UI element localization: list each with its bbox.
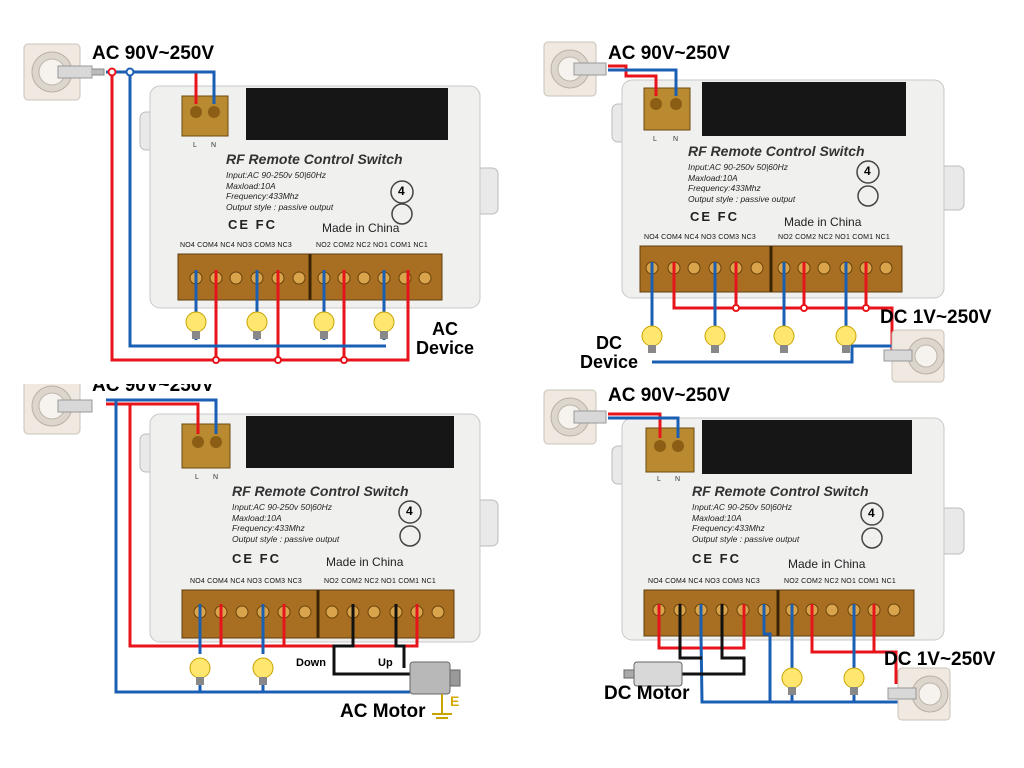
terminal-l-label: L	[653, 136, 657, 143]
bulb-icons	[641, 325, 857, 353]
ac-outlet-icon	[543, 41, 607, 97]
channels-badge: 4	[868, 506, 875, 520]
earth-label: E	[450, 693, 460, 709]
terminal-n-label: N	[211, 142, 217, 149]
bulb-icons	[781, 667, 865, 695]
wiring-diagram-ac-motor	[23, 384, 499, 719]
dc-motor-icon	[623, 661, 683, 687]
terminal-n-label: N	[675, 476, 681, 483]
terminal-labels-left: NO4 COM4 NC4 NO3 COM3 NC3	[644, 234, 756, 241]
terminal-labels-right: NO2 COM2 NC2 NO1 COM1 NC1	[316, 242, 428, 249]
supply-label: AC 90V~250V	[608, 43, 730, 64]
board-title: RF Remote Control Switch	[232, 483, 409, 499]
cert-marks: CE FC	[228, 217, 277, 232]
terminal-l-label: L	[193, 142, 197, 149]
neutral-wires	[106, 398, 410, 694]
terminal-labels-left: NO4 COM4 NC4 NO3 COM3 NC3	[648, 578, 760, 585]
wiring-diagram-ac-device	[23, 43, 499, 364]
antenna-window	[702, 82, 906, 136]
cert-marks: CE FC	[232, 551, 281, 566]
terminal-labels-right: NO2 COM2 NC2 NO1 COM1 NC1	[784, 578, 896, 585]
wiring-diagram-dc-motor	[543, 389, 965, 721]
supply-label: AC 90V~250V	[92, 43, 214, 64]
terminal-l-label: L	[657, 476, 661, 483]
dc-supply-label: DC 1V~250V	[880, 307, 992, 328]
channels-badge: 4	[864, 164, 871, 178]
device-label: DC Motor	[604, 683, 690, 704]
device-label: DC Device	[580, 333, 639, 372]
wire-junctions	[107, 67, 348, 364]
dc-supply-label: DC 1V~250V	[884, 649, 996, 670]
channels-badge: 4	[398, 184, 405, 198]
panel-dc-motor: AC 90V~250V L N RF Remote Control Switch…	[512, 384, 1024, 768]
supply-label: AC 90V~250V	[608, 385, 730, 406]
dc-outlet-icon	[883, 329, 945, 383]
dc-negative-wires	[678, 604, 746, 676]
terminal-l-label: L	[195, 474, 199, 481]
made-in-label: Made in China	[326, 555, 404, 569]
motor-wires	[332, 604, 410, 676]
antenna-window	[246, 88, 448, 140]
board-title: RF Remote Control Switch	[226, 151, 403, 167]
wiring-diagram-dc-device	[543, 41, 965, 383]
supply-label: AC 90V~250V	[92, 384, 214, 396]
made-in-label: Made in China	[788, 557, 866, 571]
panel-ac-motor: AC 90V~250V L N RF Remote Control Switch…	[0, 384, 512, 768]
terminal-n-label: N	[213, 474, 219, 481]
bulb-icons	[189, 657, 274, 685]
device-label: AC Motor	[340, 701, 426, 722]
terminal-labels-right: NO2 COM2 NC2 NO1 COM1 NC1	[778, 234, 890, 241]
terminal-labels-left: NO4 COM4 NC4 NO3 COM3 NC3	[190, 578, 302, 585]
terminal-labels-right: NO2 COM2 NC2 NO1 COM1 NC1	[324, 578, 436, 585]
relay-board	[611, 79, 965, 299]
relay-board	[611, 417, 965, 641]
made-in-label: Made in China	[322, 221, 400, 235]
up-label: Up	[378, 657, 393, 669]
device-label: AC Device	[416, 319, 475, 358]
live-wires	[106, 402, 419, 648]
bulb-icons	[185, 311, 395, 339]
board-title: RF Remote Control Switch	[688, 143, 865, 159]
relay-board	[139, 413, 499, 643]
antenna-window	[246, 416, 454, 468]
board-title: RF Remote Control Switch	[692, 483, 869, 499]
terminal-labels-left: NO4 COM4 NC4 NO3 COM3 NC3	[180, 242, 292, 249]
panel-ac-device: AC 90V~250V L N RF Remote Control Switch…	[0, 0, 512, 384]
dc-outlet-icon	[887, 667, 951, 721]
wire-junctions	[732, 304, 870, 312]
made-in-label: Made in China	[784, 215, 862, 229]
relay-board	[139, 85, 499, 309]
channels-badge: 4	[406, 504, 413, 518]
cert-marks: CE FC	[692, 551, 741, 566]
terminal-n-label: N	[673, 136, 679, 143]
ac-outlet-icon	[23, 384, 93, 435]
ac-outlet-icon	[23, 43, 105, 101]
ac-motor-icon	[409, 661, 461, 719]
antenna-window	[702, 420, 912, 474]
down-label: Down	[296, 657, 326, 669]
cert-marks: CE FC	[690, 209, 739, 224]
panel-dc-device: AC 90V~250V L N RF Remote Control Switch…	[512, 0, 1024, 384]
ac-outlet-icon	[543, 389, 607, 445]
